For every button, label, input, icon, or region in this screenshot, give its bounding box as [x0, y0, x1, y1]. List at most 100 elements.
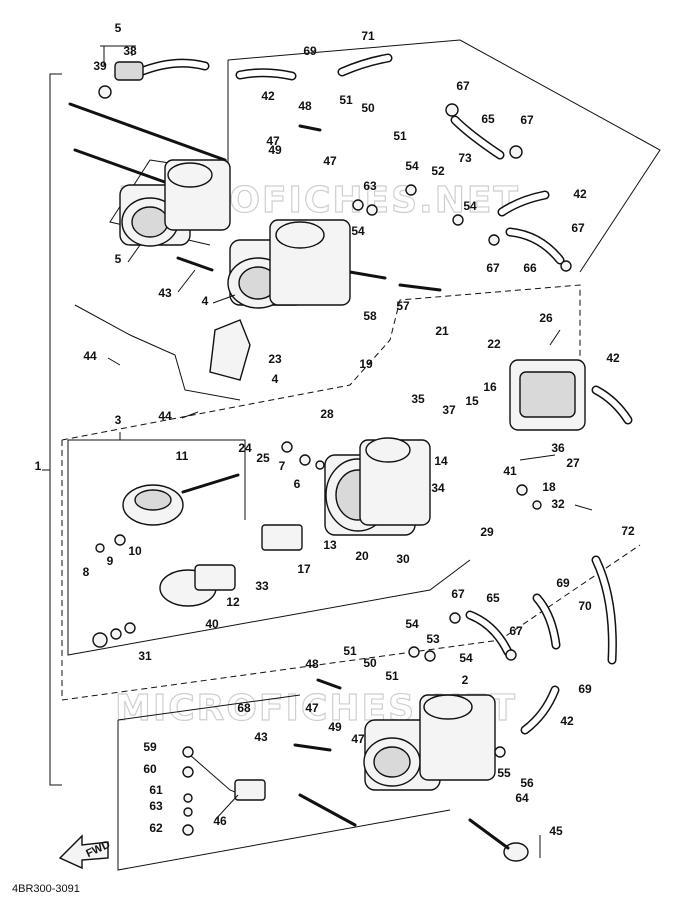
callout-71: 71: [361, 29, 375, 43]
callout-69: 69: [303, 44, 317, 58]
callout-55: 55: [497, 766, 511, 780]
callout-50: 50: [363, 656, 377, 670]
callout-23: 23: [268, 352, 282, 366]
carburetor-upper-left: [119, 159, 231, 247]
callout-24: 24: [238, 441, 252, 455]
callout-41: 41: [503, 464, 517, 478]
callout-61: 61: [149, 783, 163, 797]
callout-29: 29: [480, 525, 494, 539]
callout-58: 58: [363, 309, 377, 323]
callout-69: 69: [578, 682, 592, 696]
callout-33: 33: [255, 579, 269, 593]
callout-45: 45: [549, 824, 563, 838]
callout-54: 54: [459, 651, 473, 665]
callout-4: 4: [202, 294, 209, 308]
diaphragm-cover: [122, 484, 184, 526]
callout-44: 44: [158, 409, 172, 423]
throttle-stop: [261, 524, 303, 551]
callout-63: 63: [363, 179, 377, 193]
callout-48: 48: [298, 99, 312, 113]
callout-48: 48: [305, 657, 319, 671]
callout-36: 36: [551, 441, 565, 455]
callout-67: 67: [451, 587, 465, 601]
callout-51: 51: [343, 644, 357, 658]
callout-50: 50: [361, 101, 375, 115]
callout-13: 13: [323, 538, 337, 552]
callout-8: 8: [83, 565, 90, 579]
callout-25: 25: [256, 451, 270, 465]
callout-21: 21: [435, 324, 449, 338]
callout-49: 49: [328, 720, 342, 734]
callout-20: 20: [355, 549, 369, 563]
callout-5: 5: [115, 21, 122, 35]
callout-66: 66: [523, 261, 537, 275]
callout-26: 26: [539, 311, 553, 325]
callout-17: 17: [297, 562, 311, 576]
callout-16: 16: [483, 380, 497, 394]
fwd-arrow-icon: FWD: [58, 834, 112, 870]
callout-37: 37: [442, 403, 456, 417]
link-46: [189, 754, 266, 801]
callout-34: 34: [431, 481, 445, 495]
callout-69: 69: [556, 576, 570, 590]
callout-57: 57: [396, 299, 410, 313]
callout-32: 32: [551, 497, 565, 511]
callout-18: 18: [542, 480, 556, 494]
carburetor-upper-right: [227, 219, 351, 309]
callout-54: 54: [405, 617, 419, 631]
callout-54: 54: [463, 199, 477, 213]
callout-43: 43: [254, 730, 268, 744]
callout-31: 31: [138, 649, 152, 663]
bracket-44: [74, 304, 241, 401]
callout-42: 42: [606, 351, 620, 365]
callout-42: 42: [261, 89, 275, 103]
callout-47: 47: [266, 134, 280, 148]
callout-65: 65: [486, 591, 500, 605]
callout-10: 10: [128, 544, 142, 558]
callout-51: 51: [393, 129, 407, 143]
callout-38: 38: [123, 44, 137, 58]
callout-67: 67: [486, 261, 500, 275]
carburetor-middle: [324, 437, 431, 536]
callout-4: 4: [272, 372, 279, 386]
assembly-bracket: [49, 73, 62, 786]
choke-lever: [209, 319, 251, 381]
callout-67: 67: [509, 624, 523, 638]
callout-53: 53: [426, 632, 440, 646]
callout-52: 52: [431, 164, 445, 178]
callout-68: 68: [237, 701, 251, 715]
callout-27: 27: [566, 456, 580, 470]
callout-67: 67: [456, 79, 470, 93]
knob-45: [468, 818, 529, 862]
callout-63: 63: [149, 799, 163, 813]
fasteners: [92, 103, 572, 836]
upper-boundary: [149, 39, 661, 273]
callout-65: 65: [481, 112, 495, 126]
callout-64: 64: [515, 791, 529, 805]
callout-47: 47: [351, 732, 365, 746]
callout-47: 47: [305, 701, 319, 715]
callout-67: 67: [571, 221, 585, 235]
callout-62: 62: [149, 821, 163, 835]
carburetor-lower: [363, 694, 496, 791]
callout-47: 47: [323, 154, 337, 168]
callout-30: 30: [396, 552, 410, 566]
callout-6: 6: [294, 477, 301, 491]
callout-3: 3: [115, 413, 122, 427]
callout-49: 49: [268, 143, 282, 157]
callout-1: 1: [35, 459, 42, 473]
callout-44: 44: [83, 349, 97, 363]
lower-boundary: [117, 694, 451, 871]
float-chamber: [509, 359, 586, 431]
callout-9: 9: [107, 554, 114, 568]
callout-35: 35: [411, 392, 425, 406]
callout-11: 11: [176, 449, 189, 463]
callout-12: 12: [226, 595, 240, 609]
callout-5: 5: [115, 252, 122, 266]
callout-54: 54: [405, 159, 419, 173]
callout-39: 39: [93, 59, 107, 73]
callout-59: 59: [143, 740, 157, 754]
callout-22: 22: [487, 337, 501, 351]
callout-40: 40: [205, 617, 219, 631]
